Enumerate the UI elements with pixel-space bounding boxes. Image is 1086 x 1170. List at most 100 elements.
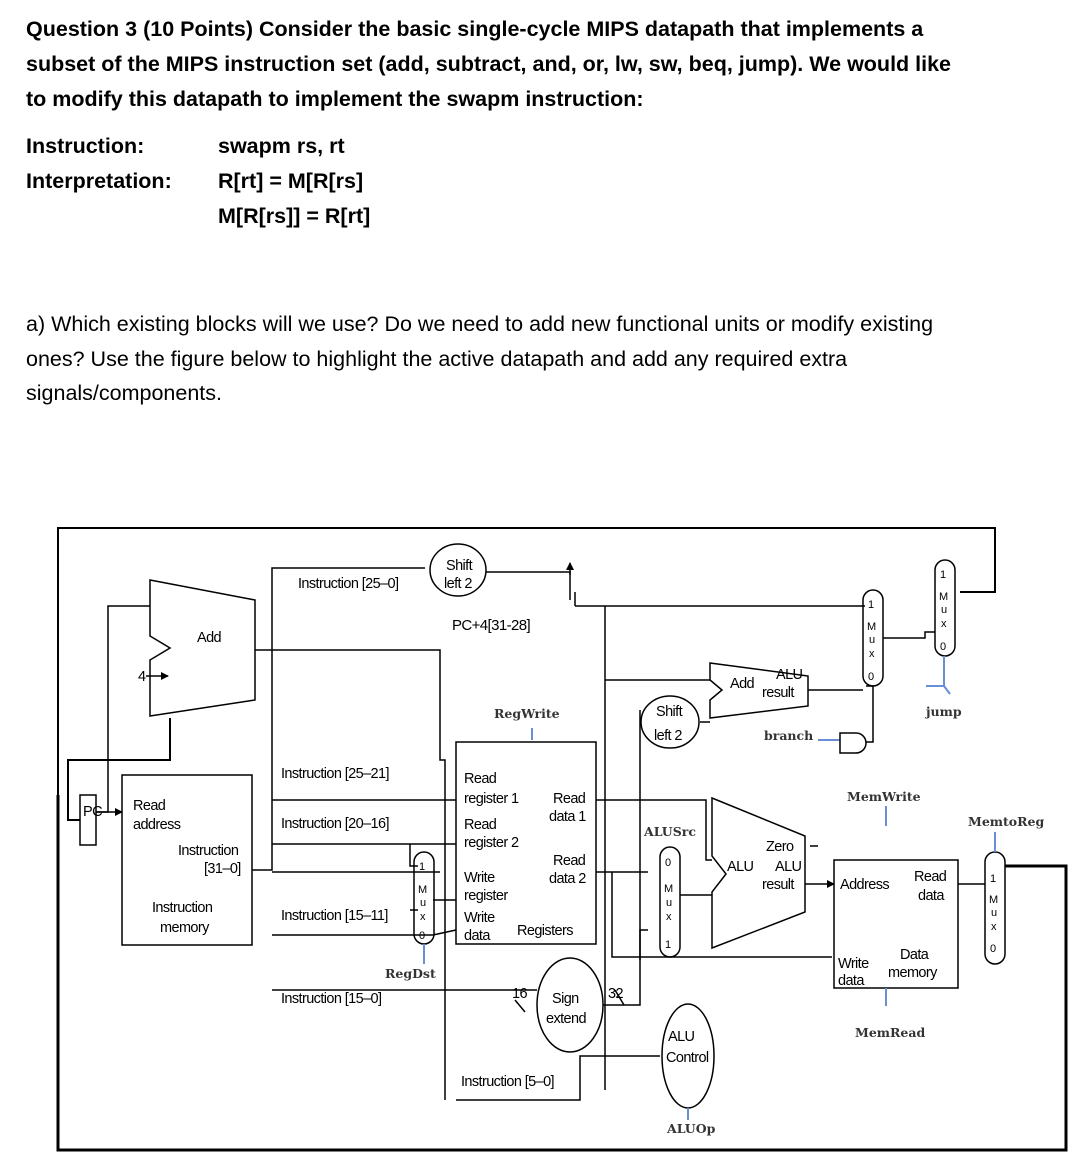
regdst-mux-x: x (420, 911, 426, 923)
pc-label: PC (83, 804, 102, 820)
pc-register (79, 794, 97, 846)
instr-15-11-label: Instruction [15–11] (281, 908, 388, 924)
dmem-read-data-label-1: Read (914, 869, 947, 885)
pc4-31-28-label: PC+4[31-28] (452, 617, 530, 634)
branch-label: branch (764, 728, 813, 743)
shift-left-2-jump (429, 543, 487, 597)
read-data-2-label-1: Read (553, 853, 586, 869)
instr-20-16-label: Instruction [20–16] (281, 816, 389, 832)
read-address-label-2: address (133, 817, 181, 833)
sign-extend-label-2: extend (546, 1011, 586, 1027)
dmem-address-label: Address (840, 877, 889, 893)
part-a-line-2: ones? Use the figure below to highlight … (26, 346, 848, 371)
shift-mid-label-2: left 2 (654, 728, 682, 744)
question-header: Question 3 (10 Points) Consider the basi… (26, 12, 1066, 117)
interpretation-line-1: R[rt] = M[R[rs] (218, 169, 364, 193)
alu-result-label-2: result (762, 877, 794, 893)
imem-instruction-label-2: [31–0] (204, 861, 241, 877)
alusrc-label: ALUSrc (643, 824, 696, 839)
imem-name-1: Instruction (152, 900, 213, 916)
thirty-two-label: 32 (608, 986, 623, 1002)
instr-25-21-label: Instruction [25–21] (281, 766, 389, 782)
alusrc-mux-in-0: 0 (665, 857, 671, 869)
jump-feedback-wire (57, 527, 996, 795)
writeback-loop-wire (56, 795, 1068, 1152)
read-data-1-label-2: data 1 (549, 809, 586, 825)
shift-top-label-2: left 2 (444, 576, 472, 592)
branch-mux-in-0: 0 (868, 671, 874, 683)
branch-adder (709, 662, 809, 719)
branch-result-label: result (762, 685, 794, 701)
pc-feedback-wire (67, 718, 171, 821)
memtoreg-mux-m: M (989, 894, 998, 906)
question-title-line-2: subset of the MIPS instruction set (add,… (26, 52, 952, 76)
alu-name-label: ALU (727, 859, 754, 875)
memtoreg-mux-in-0: 0 (990, 943, 996, 955)
alu-result-label-1: ALU (775, 859, 802, 875)
alusrc-mux (659, 846, 681, 958)
alu-zero-label: Zero (766, 839, 794, 855)
regdst-mux-m: M (418, 884, 427, 896)
write-data-label-2: data (464, 928, 491, 944)
pc-add-label: Add (197, 630, 222, 646)
branch-mux-m: M (867, 621, 876, 633)
pc-plus-4-wire (255, 649, 446, 1100)
dmem-read-data-label-2: data (918, 888, 945, 904)
memtoreg-mux-u: u (991, 907, 997, 919)
question-title-line-3: to modify this datapath to implement the… (26, 87, 644, 111)
imem-name-2: memory (160, 920, 210, 936)
read-register-2-label-2: register 2 (464, 835, 519, 851)
jump-mux-in-0: 0 (940, 641, 946, 653)
alusrc-mux-m: M (664, 883, 673, 895)
interpretation-line-2: M[R[rs]] = R[rt] (218, 204, 371, 228)
jump-label: jump (925, 704, 962, 719)
part-a-line-3: signals/components. (26, 381, 222, 405)
instruction-value: swapm rs, rt (218, 134, 345, 158)
jump-mux-in-1: 1 (940, 569, 946, 581)
dmem-write-data-label-2: data (838, 973, 865, 989)
instruction-label: Instruction: (26, 134, 145, 158)
sixteen-label: 16 (512, 986, 527, 1002)
question-title-line-1: Question 3 (10 Points) Consider the basi… (26, 17, 924, 41)
read-data-1-label-1: Read (553, 791, 586, 807)
part-a-line-1: a) Which existing blocks will we use? Do… (26, 312, 934, 336)
read-data-2-label-2: data 2 (549, 871, 586, 887)
write-register-label-1: Write (464, 870, 495, 886)
alu-control-label-2: Control (666, 1050, 709, 1066)
branch-alu-label: ALU (776, 667, 803, 683)
shift-mid-label-1: Shift (656, 704, 683, 720)
shift-top-label-1: Shift (446, 558, 473, 574)
read-register-2-label-1: Read (464, 817, 497, 833)
main-alu (711, 796, 806, 950)
memtoreg-mux-in-1: 1 (990, 873, 996, 885)
part-a-question: a) Which existing blocks will we use? Do… (26, 307, 1066, 411)
regdst-mux-in-1: 1 (419, 861, 425, 873)
register-file (455, 741, 597, 945)
dmem-name-1: Data (900, 947, 930, 963)
regdst-mux-in-0: 0 (419, 930, 425, 942)
shift-left-2-branch (640, 695, 700, 749)
dmem-name-2: memory (888, 965, 938, 981)
write-data-label-1: Write (464, 910, 495, 926)
branch-and-gate (839, 732, 867, 754)
branch-mux-in-1: 1 (868, 599, 874, 611)
four-label: 4 (138, 669, 146, 685)
instr-5-0-label: Instruction [5–0] (461, 1074, 554, 1090)
aluop-label: ALUOp (666, 1121, 716, 1136)
sign-extend-label-1: Sign (552, 991, 579, 1007)
dmem-write-data-label-1: Write (838, 956, 869, 972)
memtoreg-label: MemtoReg (968, 814, 1044, 829)
imem-instruction-label-1: Instruction (178, 843, 239, 859)
jump-mux-m: M (939, 591, 948, 603)
alu-control-label-1: ALU (668, 1029, 695, 1045)
instruction-memory (121, 774, 253, 946)
read-register-1-label-1: Read (464, 771, 497, 787)
regwrite-label: RegWrite (494, 706, 560, 721)
regdst-mux-u: u (420, 897, 426, 909)
alusrc-mux-x: x (666, 911, 672, 923)
data-memory (833, 859, 959, 989)
write-register-label-2: register (464, 888, 508, 904)
memread-label: MemRead (855, 1025, 925, 1040)
alusrc-mux-u: u (666, 897, 672, 909)
jump-mux-x: x (941, 618, 947, 630)
